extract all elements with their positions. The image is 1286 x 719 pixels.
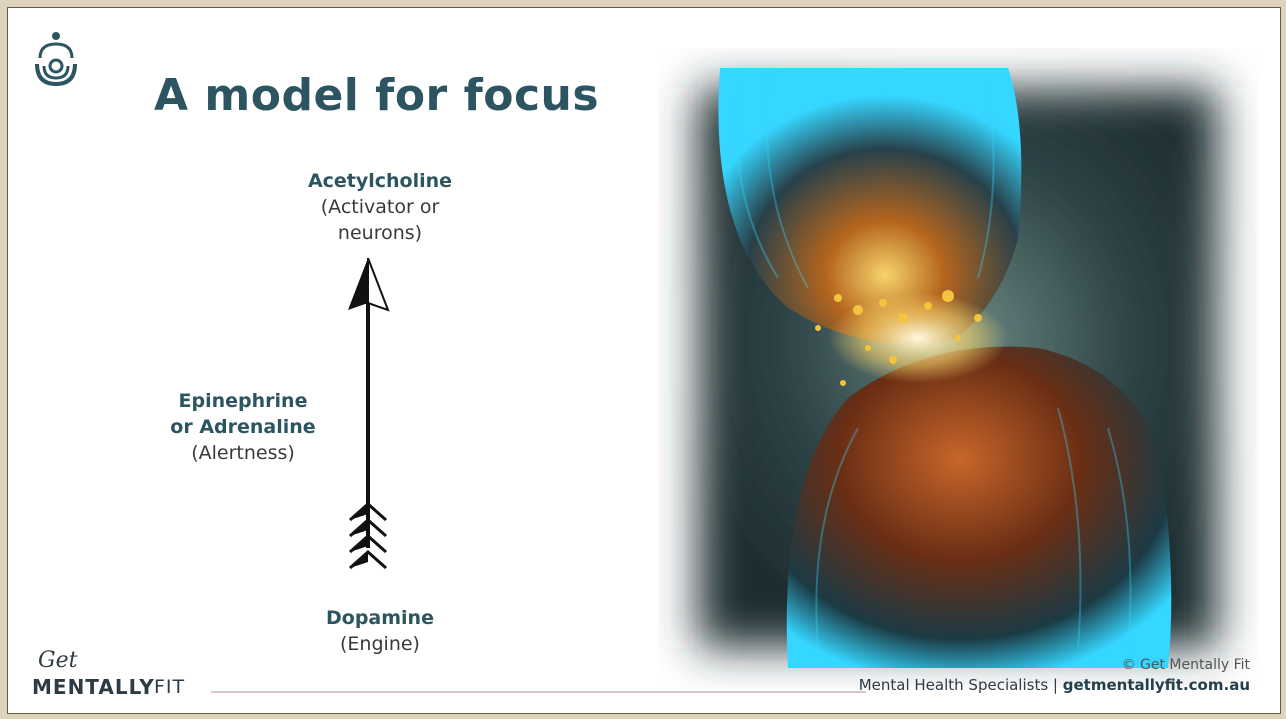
dopamine-desc: (Engine): [270, 631, 490, 657]
footer-logo-fit: FIT: [154, 676, 185, 698]
epinephrine-desc: (Alertness): [138, 440, 348, 466]
synapse-image: [658, 48, 1258, 688]
slide: A model for focus Acetylcholine (Activat…: [7, 7, 1281, 714]
footer-divider: [211, 691, 866, 693]
brand-logo-icon: [34, 28, 78, 86]
acetylcholine-desc-2: neurons): [270, 220, 490, 246]
epinephrine-label: Epinephrine or Adrenaline (Alertness): [138, 388, 348, 466]
slide-title: A model for focus: [154, 70, 599, 121]
dopamine-name: Dopamine: [326, 607, 434, 629]
footer-tagline: Mental Health Specialists | getmentallyf…: [859, 676, 1250, 694]
tagline-prefix: Mental Health Specialists |: [859, 676, 1058, 694]
footer-brand-logo: Get MENTALLY FIT: [32, 648, 222, 706]
epinephrine-name-2: or Adrenaline: [170, 416, 315, 438]
footer-logo-get: Get: [38, 648, 77, 673]
footer-logo-mentally: MENTALLY: [32, 675, 155, 699]
copyright-text: © Get Mentally Fit: [1122, 657, 1250, 673]
website-link[interactable]: getmentallyfit.com.au: [1063, 676, 1250, 694]
dopamine-label: Dopamine (Engine): [270, 605, 490, 657]
acetylcholine-label: Acetylcholine (Activator or neurons): [270, 168, 490, 246]
acetylcholine-name: Acetylcholine: [308, 170, 452, 192]
epinephrine-name-1: Epinephrine: [179, 390, 308, 412]
acetylcholine-desc-1: (Activator or: [270, 194, 490, 220]
